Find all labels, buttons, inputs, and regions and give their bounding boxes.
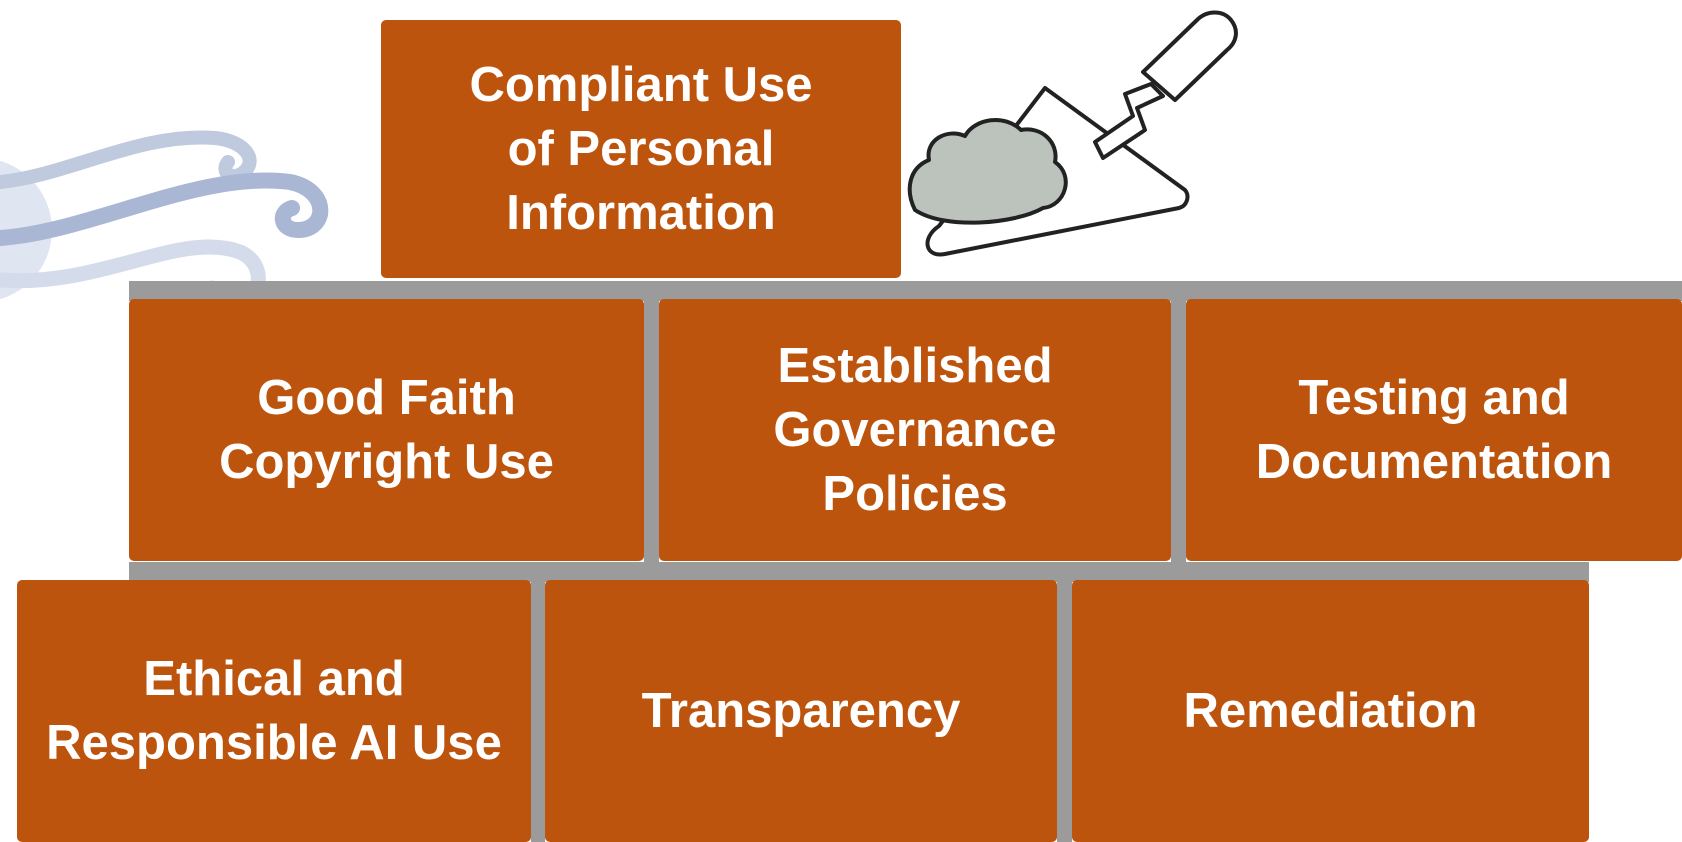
- brick-testing: Testing and Documentation: [1186, 299, 1682, 561]
- mortar-joint: [1057, 578, 1072, 842]
- brick-label: Compliant Use of Personal Information: [469, 58, 813, 240]
- mortar-joint: [531, 578, 545, 842]
- mortar-joint: [644, 298, 659, 566]
- brick-governance: Established Governance Policies: [659, 299, 1171, 561]
- brick-label: Established Governance Policies: [773, 339, 1057, 521]
- brick-label: Testing and Documentation: [1255, 371, 1613, 489]
- mortar-line-top: [129, 281, 1682, 301]
- brick-remediation: Remediation: [1072, 580, 1589, 842]
- mortar-joint: [1171, 298, 1186, 566]
- brick-ethical: Ethical and Responsible AI Use: [17, 580, 531, 842]
- brick-label: Transparency: [641, 684, 961, 738]
- mortar-line-bottom: [129, 562, 1589, 582]
- brick-good-faith: Good Faith Copyright Use: [129, 299, 644, 561]
- trowel-icon: [907, 10, 1238, 257]
- brick-compliant-use: Compliant Use of Personal Information: [381, 20, 901, 278]
- brick-transparency: Transparency: [545, 580, 1057, 842]
- brick-label: Good Faith Copyright Use: [219, 371, 554, 489]
- brick-label: Remediation: [1183, 684, 1478, 738]
- brick-label: Ethical and Responsible AI Use: [46, 652, 502, 770]
